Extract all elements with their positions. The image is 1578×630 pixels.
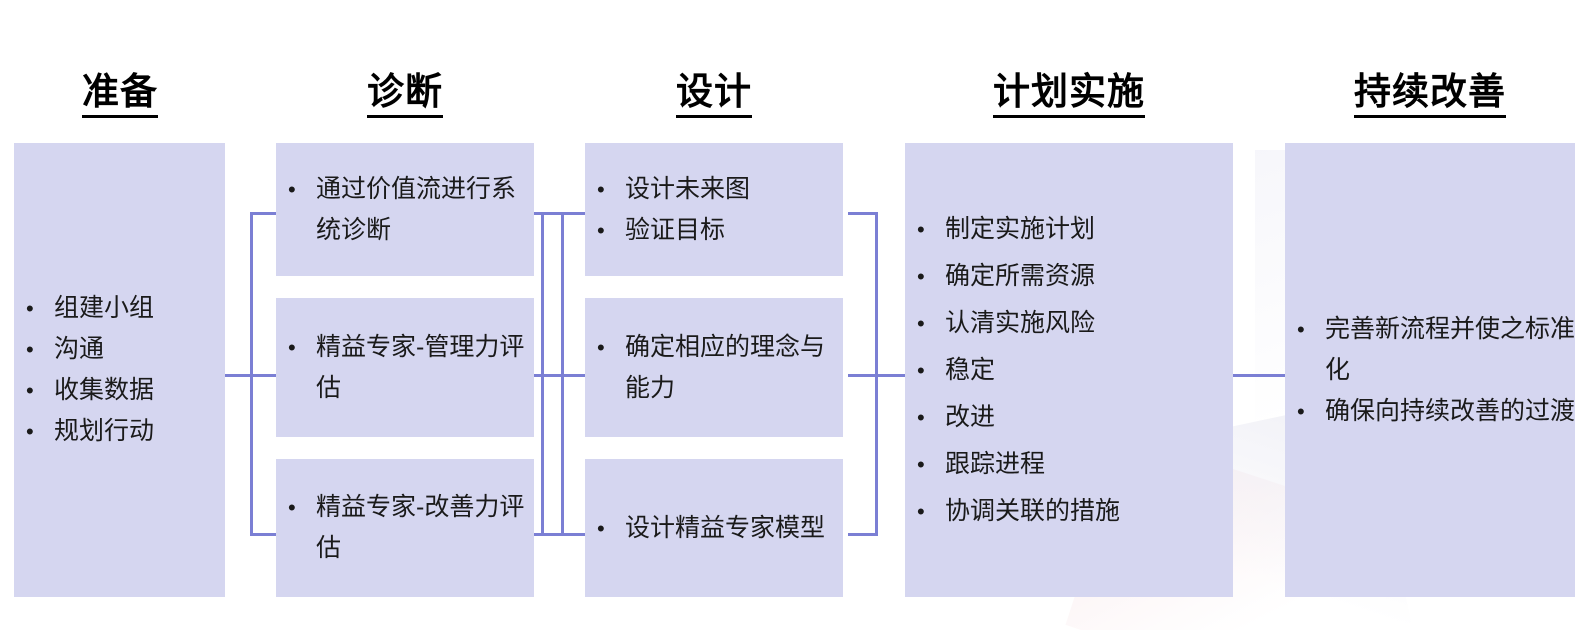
column-header-prepare: 准备	[14, 70, 226, 118]
list-item: 精益专家-管理力评估	[276, 327, 534, 409]
bullet-list: 精益专家-改善力评估	[276, 487, 534, 569]
content-box-design-3[interactable]: 设计精益专家模型	[585, 459, 843, 597]
list-item: 设计精益专家模型	[585, 508, 843, 549]
content-box-design-2[interactable]: 确定相应的理念与能力	[585, 298, 843, 437]
list-item: 设计未来图	[585, 169, 843, 210]
connector-diagnose-branch-1	[250, 212, 278, 215]
content-box-design-1[interactable]: 设计未来图 验证目标	[585, 143, 843, 276]
list-item: 确定相应的理念与能力	[585, 327, 843, 409]
column-header-continuous-improvement: 持续改善	[1285, 70, 1575, 118]
content-box-prepare-1[interactable]: 组建小组 沟通 收集数据 规划行动	[14, 143, 225, 597]
list-item: 确保向持续改善的过渡	[1285, 391, 1575, 432]
list-item: 收集数据	[14, 370, 225, 411]
list-item: 制定实施计划	[905, 206, 1233, 253]
list-item: 沟通	[14, 329, 225, 370]
bullet-list: 制定实施计划 确定所需资源 认清实施风险 稳定 改进 跟踪进程 协调关联的措施	[905, 206, 1233, 535]
connector-diagnose-collect-3	[534, 533, 562, 536]
list-item: 组建小组	[14, 288, 225, 329]
list-item: 完善新流程并使之标准化	[1285, 309, 1575, 391]
bullet-list: 设计未来图 验证目标	[585, 169, 843, 251]
connector-design-collect-3	[848, 533, 878, 536]
list-item: 精益专家-改善力评估	[276, 487, 534, 569]
column-header-plan-implement: 计划实施	[905, 70, 1233, 118]
connector-design-to-plan	[875, 374, 908, 377]
connector-design-branch-2	[561, 374, 589, 377]
content-box-plan-implement-1[interactable]: 制定实施计划 确定所需资源 认清实施风险 稳定 改进 跟踪进程 协调关联的措施	[905, 143, 1233, 597]
list-item: 改进	[905, 394, 1233, 441]
content-box-continuous-improvement-1[interactable]: 完善新流程并使之标准化 确保向持续改善的过渡	[1285, 143, 1575, 597]
column-header-continuous-improvement-label: 持续改善	[1354, 71, 1506, 118]
bullet-list: 精益专家-管理力评估	[276, 327, 534, 409]
bullet-list: 通过价值流进行系统诊断	[276, 169, 534, 251]
column-header-design-label: 设计	[676, 71, 752, 118]
column-header-plan-implement-label: 计划实施	[993, 71, 1145, 118]
bullet-list: 确定相应的理念与能力	[585, 327, 843, 409]
list-item: 跟踪进程	[905, 441, 1233, 488]
bullet-list: 组建小组 沟通 收集数据 规划行动	[14, 288, 225, 452]
column-header-diagnose-label: 诊断	[367, 71, 443, 118]
column-header-design: 设计	[585, 70, 843, 118]
connector-diagnose-collect-1	[534, 212, 562, 215]
list-item: 规划行动	[14, 411, 225, 452]
connector-design-branch-1	[561, 212, 589, 215]
bullet-list: 完善新流程并使之标准化 确保向持续改善的过渡	[1285, 309, 1575, 432]
list-item: 通过价值流进行系统诊断	[276, 169, 534, 251]
connector-diagnose-branch-3	[250, 533, 278, 536]
content-box-diagnose-1[interactable]: 通过价值流进行系统诊断	[276, 143, 534, 276]
connector-design-collect-1	[848, 212, 878, 215]
connector-prepare-to-diagnose	[225, 374, 252, 377]
connector-diagnose-collect-2	[534, 374, 562, 377]
connector-plan-to-improvement	[1233, 374, 1287, 377]
list-item: 协调关联的措施	[905, 488, 1233, 535]
content-box-diagnose-2[interactable]: 精益专家-管理力评估	[276, 298, 534, 437]
list-item: 认清实施风险	[905, 300, 1233, 347]
column-header-prepare-label: 准备	[82, 71, 158, 118]
connector-design-branch-3	[561, 533, 589, 536]
list-item: 稳定	[905, 347, 1233, 394]
column-header-diagnose: 诊断	[276, 70, 534, 118]
connector-design-collect-2	[848, 374, 878, 377]
list-item: 确定所需资源	[905, 253, 1233, 300]
list-item: 验证目标	[585, 210, 843, 251]
bullet-list: 设计精益专家模型	[585, 508, 843, 549]
content-box-diagnose-3[interactable]: 精益专家-改善力评估	[276, 459, 534, 597]
connector-diagnose-branch-2	[250, 374, 278, 377]
